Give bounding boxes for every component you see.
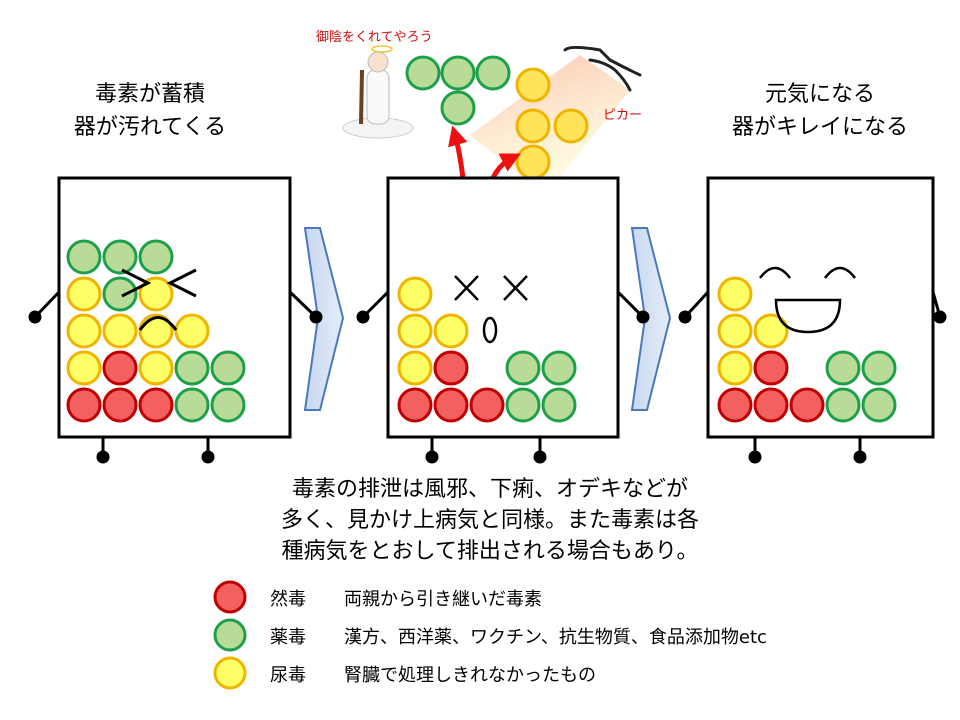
drug-toxin-circle <box>541 387 577 423</box>
left-heading-line2: 器が汚れてくる <box>73 115 227 140</box>
urine-toxin-circle <box>515 67 551 103</box>
drug-toxin-circle <box>541 350 577 386</box>
legend-desc: 両親から引き継いだ毒素 <box>344 589 542 610</box>
description-line3: 種病気をとおして排出される場合もあり。 <box>281 539 699 564</box>
left-heading: 毒素が蓄積 器が汚れてくる <box>20 78 280 144</box>
urine-toxin-circle <box>515 144 551 180</box>
legend-name: 薬毒 <box>270 627 306 648</box>
natural-toxin-circle <box>717 387 753 423</box>
urine-toxin-circle <box>515 108 551 144</box>
drug-toxin-circle <box>210 350 246 386</box>
urine-toxin-circle <box>397 350 433 386</box>
natural-toxin-circle <box>789 387 825 423</box>
drug-toxin-circle <box>825 387 861 423</box>
drug-toxin-circle <box>861 387 897 423</box>
drug-toxin-circle <box>861 350 897 386</box>
urine-toxin-circle <box>433 313 469 349</box>
drug-toxin-circle <box>825 350 861 386</box>
drug-toxin-circle <box>505 350 541 386</box>
drug-toxin-circle <box>210 387 246 423</box>
natural-toxin-circle <box>469 387 505 423</box>
legend-desc: 漢方、西洋薬、ワクチン、抗生物質、食品添加物etc <box>344 627 767 648</box>
pained-face <box>121 268 197 331</box>
drug-toxin-circle <box>174 387 210 423</box>
urine-toxin-circle <box>717 350 753 386</box>
drug-toxin-circle <box>440 55 476 91</box>
legend-item-natural-toxin: 然毒 両親から引き継いだ毒素 <box>270 585 542 611</box>
urine-toxin-circle <box>138 350 174 386</box>
drug-toxin-circle <box>505 387 541 423</box>
urine-toxin-circle <box>753 313 789 349</box>
urine-toxin-circle <box>66 350 102 386</box>
urine-toxin-circle <box>174 313 210 349</box>
urine-toxin-circle <box>717 276 753 312</box>
natural-toxin-circle <box>753 387 789 423</box>
left-heading-line1: 毒素が蓄積 <box>94 82 205 107</box>
legend-desc: 腎臓で処理しきれなかったもの <box>344 665 596 686</box>
legend-yellow-circle <box>213 656 247 690</box>
description-line1: 毒素の排泄は風邪、下痢、オデキなどが <box>291 477 688 502</box>
drug-toxin-circle <box>102 276 138 312</box>
urine-toxin-circle <box>66 276 102 312</box>
drug-toxin-circle <box>174 350 210 386</box>
legend-name: 尿毒 <box>270 665 306 686</box>
natural-toxin-circle <box>138 387 174 423</box>
container-dirty <box>57 176 292 439</box>
drug-toxin-circle <box>440 90 476 126</box>
natural-toxin-circle <box>66 387 102 423</box>
description-line2: 多く、見かけ上病気と同様。また毒素は各 <box>280 508 699 533</box>
flash-caption: ピカー <box>603 108 643 123</box>
urine-toxin-circle <box>553 108 589 144</box>
legend-name: 然毒 <box>270 589 306 610</box>
drug-toxin-circle <box>475 55 511 91</box>
happy-face <box>759 266 856 334</box>
right-heading-line1: 元気になる <box>764 82 875 107</box>
natural-toxin-circle <box>433 387 469 423</box>
legend-green-circle <box>213 618 247 652</box>
legend-item-drug-toxin: 薬毒 漢方、西洋薬、ワクチン、抗生物質、食品添加物etc <box>270 623 767 649</box>
drug-toxin-circle <box>102 239 138 275</box>
god-caption: 御陰をくれてやろう <box>316 30 433 45</box>
urine-toxin-circle <box>138 276 174 312</box>
urine-toxin-circle <box>397 313 433 349</box>
legend-red-circle <box>213 580 247 614</box>
drug-toxin-circle <box>66 239 102 275</box>
natural-toxin-circle <box>433 350 469 386</box>
natural-toxin-circle <box>102 387 138 423</box>
right-heading: 元気になる 器がキレイになる <box>690 78 950 144</box>
drug-toxin-circle <box>138 239 174 275</box>
natural-toxin-circle <box>753 350 789 386</box>
natural-toxin-circle <box>397 387 433 423</box>
description: 毒素の排泄は風邪、下痢、オデキなどが 多く、見かけ上病気と同様。また毒素は各 種… <box>200 474 780 567</box>
natural-toxin-circle <box>102 350 138 386</box>
urine-toxin-circle <box>717 313 753 349</box>
drug-toxin-circle <box>405 55 441 91</box>
legend-item-urine-toxin: 尿毒 腎臓で処理しきれなかったもの <box>270 661 596 687</box>
urine-toxin-circle <box>397 276 433 312</box>
right-heading-line2: 器がキレイになる <box>731 115 908 140</box>
urine-toxin-circle <box>102 313 138 349</box>
god-figure-icon <box>342 45 414 139</box>
urine-toxin-circle <box>66 313 102 349</box>
hand-icon <box>563 46 642 92</box>
dizzy-face <box>454 275 528 344</box>
